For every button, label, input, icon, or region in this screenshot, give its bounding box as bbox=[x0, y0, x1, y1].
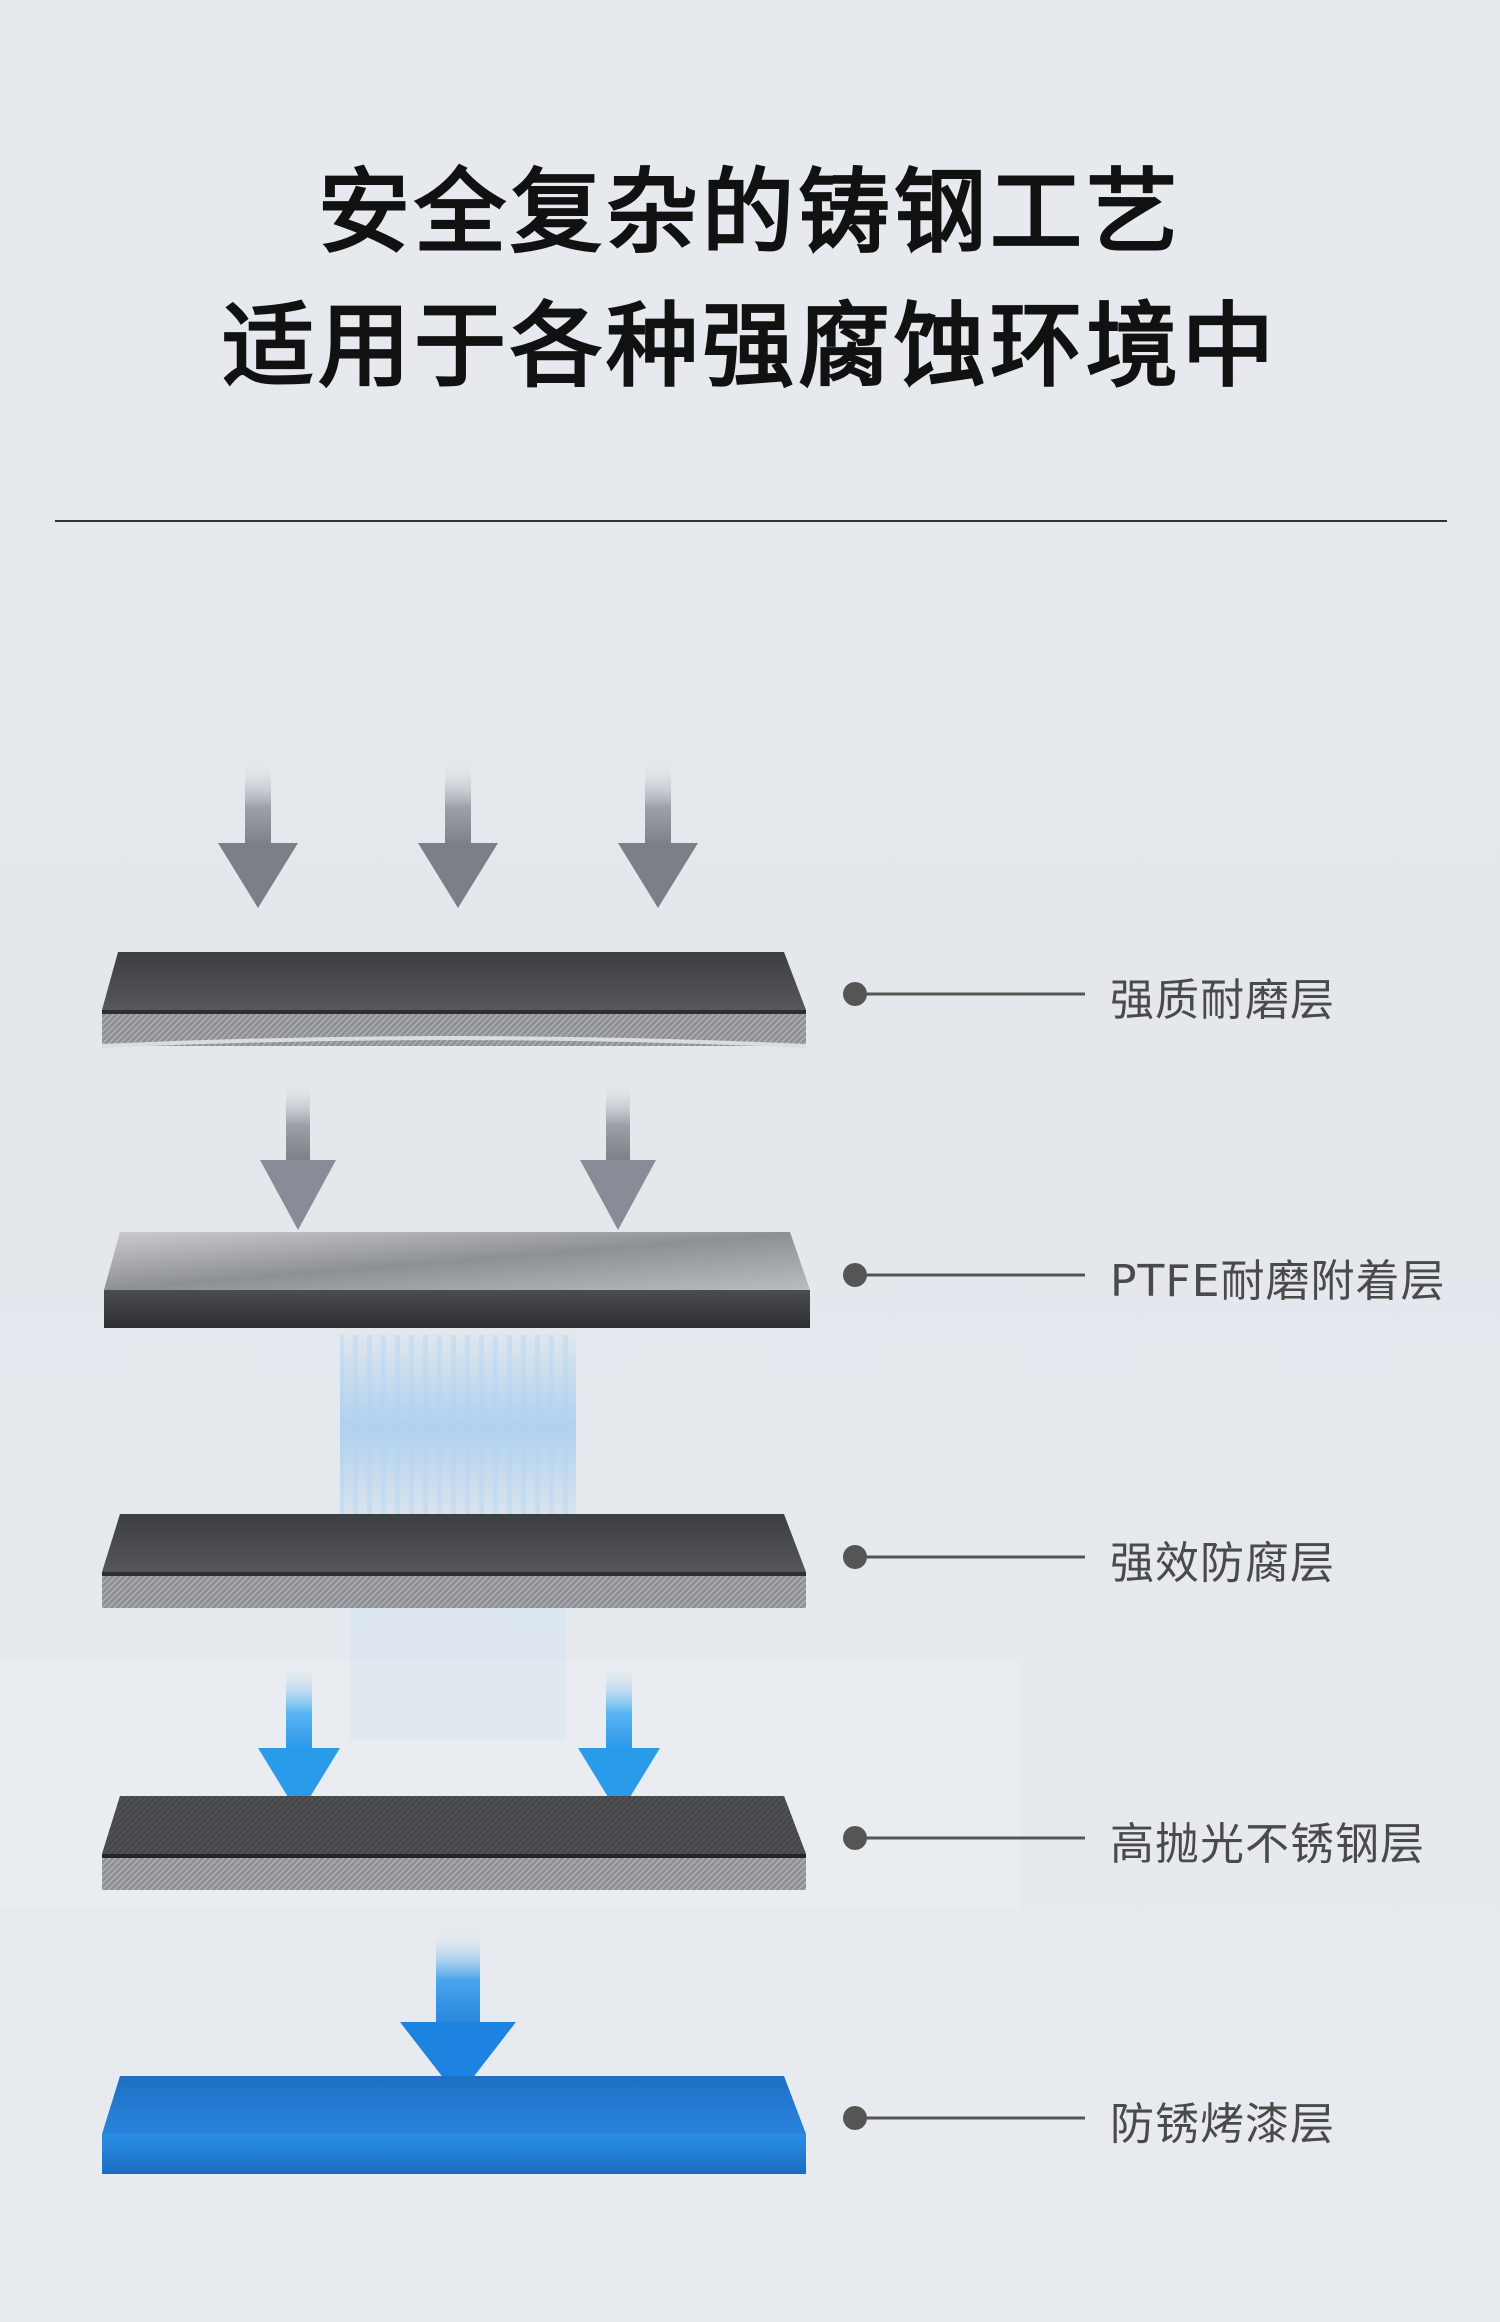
layer-plate-1 bbox=[101, 952, 807, 1048]
layer-label-stainless: 高抛光不锈钢层 bbox=[1110, 1819, 1425, 1870]
connector-line bbox=[843, 1826, 1085, 1850]
connector-line bbox=[843, 2106, 1085, 2130]
layer-plate-5 bbox=[102, 2076, 806, 2174]
divider bbox=[55, 520, 1447, 522]
layer-label-anticorrosion: 强效防腐层 bbox=[1110, 1538, 1335, 1589]
arrow-icon bbox=[260, 1080, 336, 1230]
arrow-icon bbox=[218, 760, 298, 908]
arrow-icon bbox=[578, 1665, 660, 1815]
title-line-1: 安全复杂的铸钢工艺 bbox=[317, 159, 1182, 266]
title-line-2: 适用于各种强腐蚀环境中 bbox=[221, 293, 1278, 400]
connector-line bbox=[843, 1545, 1085, 1569]
layer-plate-4 bbox=[102, 1796, 806, 1890]
layer-plate-3 bbox=[102, 1514, 806, 1608]
arrow-icon bbox=[618, 760, 698, 908]
connector-line bbox=[843, 1263, 1085, 1287]
arrow-icon bbox=[258, 1665, 340, 1815]
layer-label-wear: 强质耐磨层 bbox=[1110, 975, 1335, 1026]
mist-effect bbox=[340, 1335, 576, 1740]
layer-label-paint: 防锈烤漆层 bbox=[1110, 2099, 1335, 2150]
layer-label-ptfe: PTFE耐磨附着层 bbox=[1110, 1256, 1446, 1307]
arrow-icon bbox=[418, 760, 498, 908]
connector-line bbox=[843, 982, 1085, 1006]
arrow-icon bbox=[400, 1930, 516, 2097]
layer-plate-2 bbox=[104, 1232, 810, 1328]
arrow-icon bbox=[580, 1080, 656, 1230]
